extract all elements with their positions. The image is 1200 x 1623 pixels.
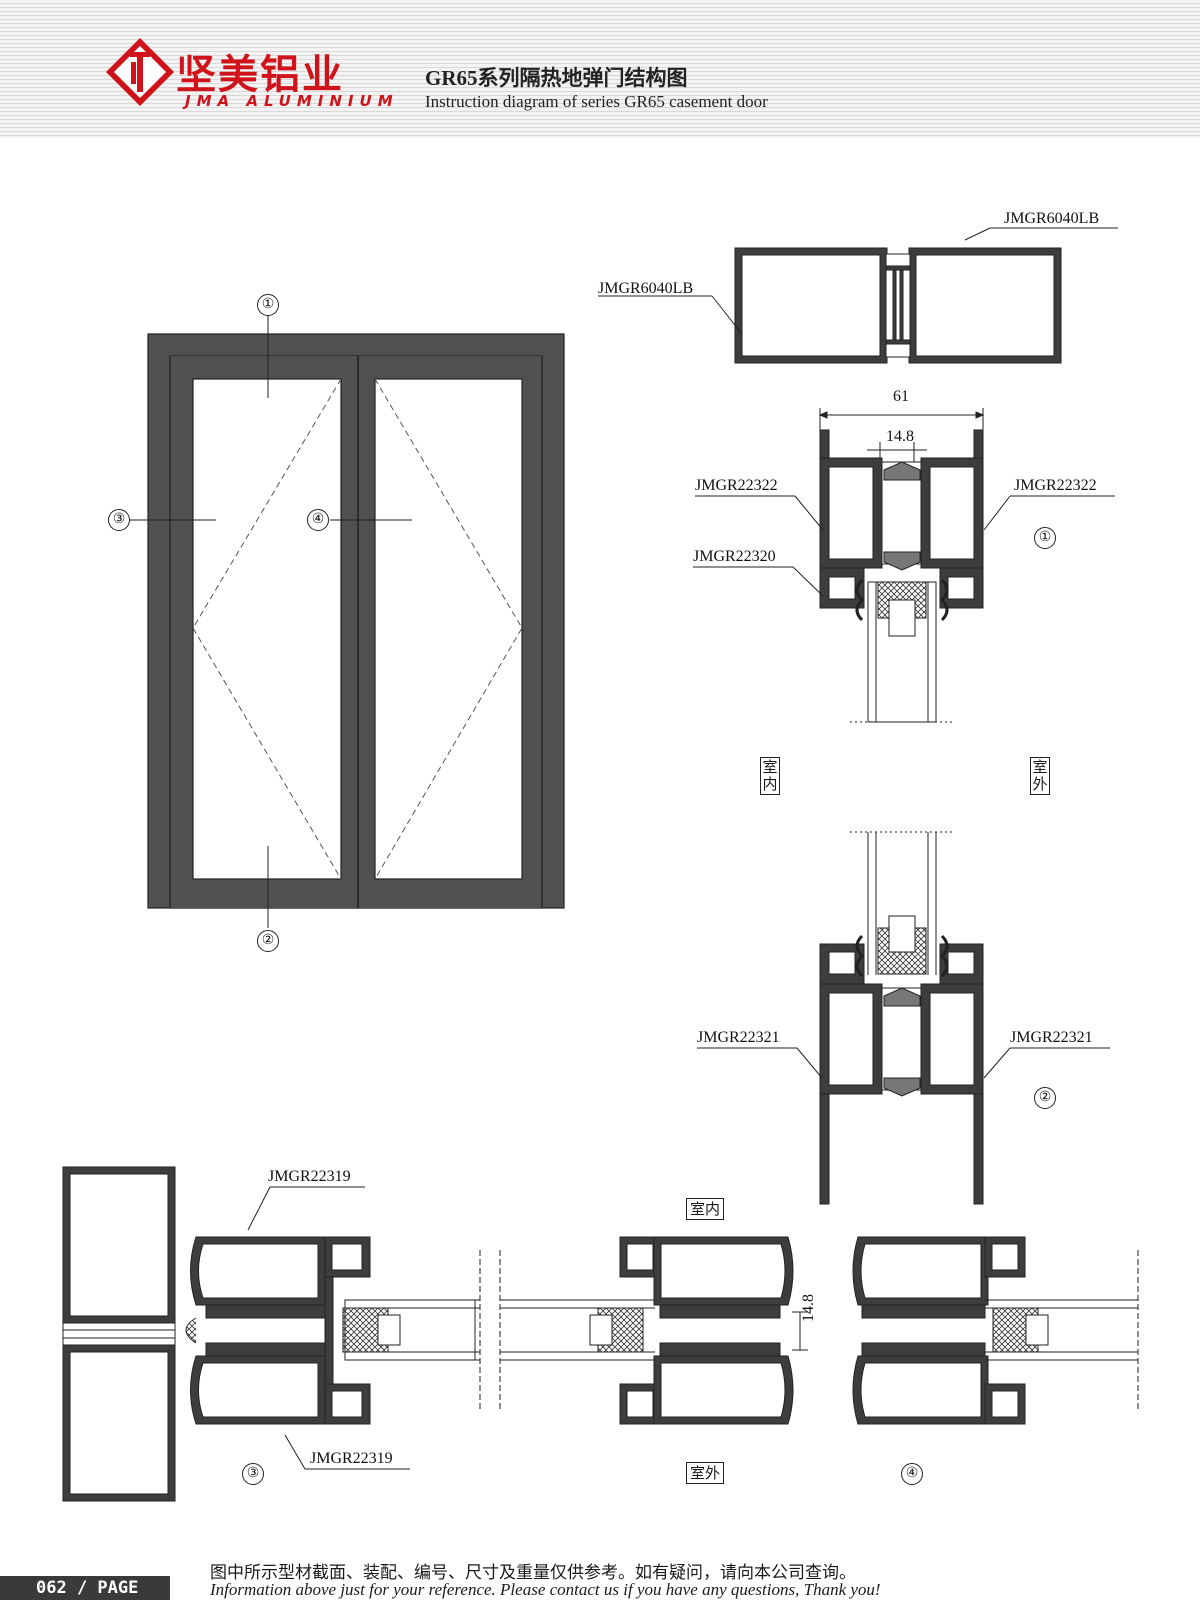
callout-4: ④ <box>307 509 329 531</box>
profile-label-s1-left: JMGR22322 <box>695 477 778 494</box>
section-2-marker: ② <box>1034 1087 1056 1109</box>
footer-note-cn: 图中所示型材截面、装配、编号、尺寸及重量仅供参考。如有疑问，请向本公司查询。 <box>210 1563 856 1583</box>
dimension-width: 61 <box>893 388 909 405</box>
page-header <box>0 0 1200 138</box>
page-title-cn: GR65系列隔热地弹门结构图 <box>425 66 688 90</box>
profile-label-s1-right: JMGR22322 <box>1014 477 1097 494</box>
jma-logo-icon <box>106 38 174 106</box>
dimension-gap: 14.8 <box>886 428 914 445</box>
profile-label-top-left: JMGR6040LB <box>598 280 694 297</box>
opening-swing-lines <box>192 378 523 880</box>
section-2-profile <box>697 831 1110 1205</box>
section-4-profile <box>499 1236 1139 1425</box>
section-4-marker: ④ <box>901 1463 923 1485</box>
brand-name-en: JMA ALUMINIUM <box>185 92 399 110</box>
dimension-gap-bottom: 14.8 <box>800 1294 817 1322</box>
page-title-en: Instruction diagram of series GR65 casem… <box>425 92 768 111</box>
section-1-marker: ① <box>1034 527 1056 549</box>
section-3-marker: ③ <box>242 1463 264 1485</box>
callout-2: ② <box>257 930 279 952</box>
section-top-profiles <box>598 227 1118 364</box>
indoor-label-bottom: 室内 <box>686 1198 725 1220</box>
profile-label-top-right: JMGR6040LB <box>1004 210 1100 227</box>
door-elevation <box>147 333 565 909</box>
profile-label-s1-bead: JMGR22320 <box>693 548 776 565</box>
callout-1: ① <box>257 294 279 316</box>
indoor-label: 室内 <box>760 757 780 795</box>
page-number: 062 / PAGE <box>0 1576 170 1600</box>
section-1-profile <box>693 408 1115 723</box>
brand-name-cn: 坚美铝业 <box>176 52 344 98</box>
profile-label-s2-right: JMGR22321 <box>1010 1029 1093 1046</box>
outdoor-label-bottom: 室外 <box>686 1462 725 1484</box>
callout-3: ③ <box>108 509 130 531</box>
profile-label-s3-top: JMGR22319 <box>268 1168 351 1185</box>
profile-label-s2-left: JMGR22321 <box>697 1029 780 1046</box>
section-3-profile <box>62 1166 481 1502</box>
elevation-leaders <box>130 315 412 928</box>
footer-note-en: Information above just for your referenc… <box>210 1580 881 1599</box>
profile-label-s3-bottom: JMGR22319 <box>310 1450 393 1467</box>
outdoor-label: 室外 <box>1030 757 1050 795</box>
